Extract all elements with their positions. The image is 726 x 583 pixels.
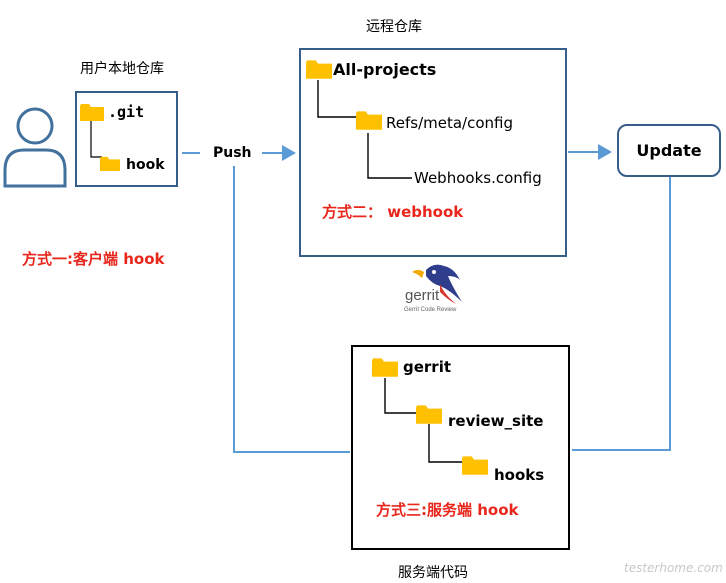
watermark: testerhome.com <box>624 561 723 575</box>
push-label: Push <box>213 145 252 161</box>
remote-tree-line-2 <box>367 133 412 179</box>
folder-icon <box>306 60 332 79</box>
server-code-title: 服务端代码 <box>398 565 468 581</box>
gerrit-tagline: Gerrit Code Review <box>404 307 457 313</box>
method-two-label: 方式二： webhook <box>322 203 464 221</box>
all-projects-label: All-projects <box>333 60 437 79</box>
folder-icon <box>372 358 398 377</box>
method-one-label: 方式一:客户端 hook <box>22 250 165 268</box>
remote-tree-line-1 <box>317 80 358 118</box>
hooks-folder-label: hooks <box>494 466 545 484</box>
server-code-box <box>351 345 570 550</box>
method-three-label: 方式三:服务端 hook <box>376 501 519 519</box>
webhooks-config-label: Webhooks.config <box>414 169 542 187</box>
refs-meta-config-label: Refs/meta/config <box>386 114 513 132</box>
hook-folder-label: hook <box>126 157 165 173</box>
user-icon <box>3 107 67 188</box>
remote-repo-box <box>299 48 567 257</box>
remote-repo-title: 远程仓库 <box>366 19 422 35</box>
local-repo-title: 用户本地仓库 <box>80 61 164 77</box>
gerrit-wordmark: gerrit <box>405 287 440 304</box>
folder-icon <box>356 111 382 130</box>
server-to-update-connector <box>572 177 671 451</box>
gerrit-logo <box>412 264 462 304</box>
review-site-folder-label: review_site <box>448 412 544 430</box>
folder-icon <box>100 156 120 171</box>
folder-icon <box>80 104 104 121</box>
server-tree-line-2 <box>428 424 462 463</box>
update-label: Update <box>636 141 702 160</box>
folder-icon <box>416 405 442 424</box>
update-box <box>617 124 721 177</box>
local-repo-box <box>75 91 178 187</box>
push-to-server-connector <box>233 166 350 453</box>
gerrit-folder-label: gerrit <box>403 358 452 376</box>
folder-icon <box>462 456 488 475</box>
git-folder-label: .git <box>108 103 145 121</box>
local-tree-line <box>90 120 102 158</box>
server-tree-line-1 <box>384 378 416 414</box>
